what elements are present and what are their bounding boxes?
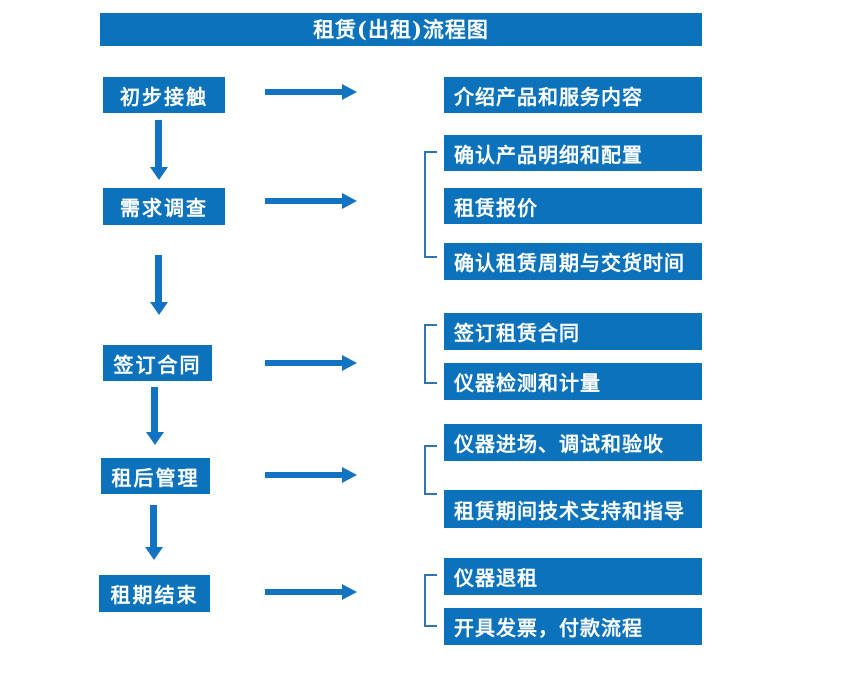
arrow-head xyxy=(146,432,164,445)
group-bracket-period-end xyxy=(424,574,437,627)
detail-box-rental-quote: 租赁报价 xyxy=(444,188,702,224)
down-arrow-icon xyxy=(146,387,164,445)
arrow-head xyxy=(342,355,357,371)
step-box-demand-survey: 需求调查 xyxy=(103,188,225,225)
right-arrow-icon xyxy=(265,467,357,483)
detail-box-confirm-period-delivery: 确认租赁周期与交货时间 xyxy=(444,243,702,280)
step-box-rental-period-end: 租期结束 xyxy=(99,575,210,612)
arrow-head xyxy=(150,167,168,180)
arrow-shaft xyxy=(265,89,344,95)
arrow-shaft xyxy=(151,387,158,433)
arrow-head xyxy=(342,584,357,600)
arrow-shaft xyxy=(265,589,344,595)
step-box-sign-contract: 签订合同 xyxy=(103,345,212,381)
right-arrow-icon xyxy=(265,84,357,100)
group-bracket-sign-contract xyxy=(424,324,437,384)
arrow-head xyxy=(342,467,357,483)
detail-box-tech-support: 租赁期间技术支持和指导 xyxy=(444,490,702,528)
arrow-shaft xyxy=(265,472,344,478)
step-box-post-rental-management: 租后管理 xyxy=(101,458,210,494)
arrow-head xyxy=(342,84,357,100)
arrow-shaft xyxy=(150,505,157,548)
down-arrow-icon xyxy=(150,120,168,180)
detail-box-sign-rental-contract: 签订租赁合同 xyxy=(444,313,702,350)
arrow-head xyxy=(150,302,168,315)
detail-box-introduce-products: 介绍产品和服务内容 xyxy=(444,77,702,113)
arrow-shaft xyxy=(265,198,344,204)
detail-box-confirm-product-config: 确认产品明细和配置 xyxy=(444,135,702,171)
right-arrow-icon xyxy=(265,355,357,371)
detail-box-invoice-payment: 开具发票，付款流程 xyxy=(444,608,702,645)
step-box-initial-contact: 初步接触 xyxy=(103,77,225,113)
detail-box-instrument-setup-acceptance: 仪器进场、调试和验收 xyxy=(444,424,702,461)
right-arrow-icon xyxy=(265,193,357,209)
down-arrow-icon xyxy=(145,505,163,560)
right-arrow-icon xyxy=(265,584,357,600)
group-bracket-demand-survey xyxy=(424,151,437,258)
arrow-head xyxy=(145,547,163,560)
detail-box-instrument-return: 仪器退租 xyxy=(444,558,702,595)
detail-box-instrument-testing: 仪器检测和计量 xyxy=(444,363,702,400)
arrow-shaft xyxy=(155,120,162,168)
arrow-head xyxy=(342,193,357,209)
flowchart-title: 租赁(出租)流程图 xyxy=(100,13,702,46)
arrow-shaft xyxy=(265,360,344,366)
down-arrow-icon xyxy=(150,255,168,315)
arrow-shaft xyxy=(155,255,162,303)
group-bracket-post-rental xyxy=(424,445,437,495)
